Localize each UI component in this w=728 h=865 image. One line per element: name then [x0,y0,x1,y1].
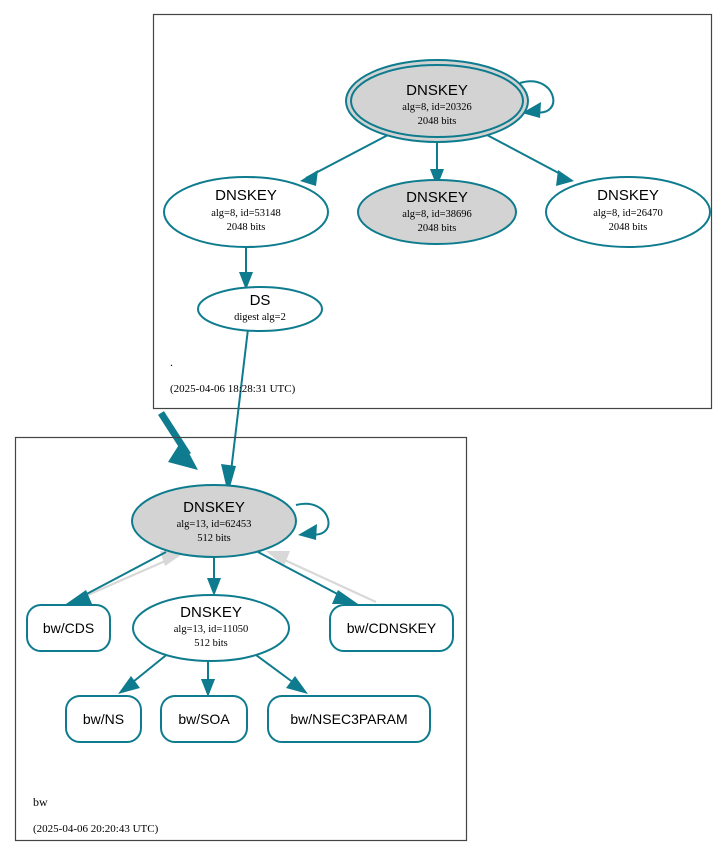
node-root-ksk-20326-inner [350,64,524,138]
edge-root-ksk-to-zsk53148 [300,134,389,186]
node-bw-zsk-11050-line2: alg=13, id=11050 [174,624,248,635]
node-root-zsk-53148-title: DNSKEY [215,187,277,204]
node-root-ksk-20326-line3: 2048 bits [418,116,457,127]
node-bw-nsec3param[interactable]: bw/NSEC3PARAM [267,695,431,743]
zone-timestamp-bw: (2025-04-06 20:20:43 UTC) [33,823,159,835]
node-root-ksk-20326[interactable]: DNSKEY alg=8, id=20326 2048 bits [345,59,529,143]
node-root-zsk-53148-line2: alg=8, id=53148 [211,208,281,219]
node-root-ksk-20326-line2: alg=8, id=20326 [402,102,472,113]
edge-root-ksk-to-zsk26470 [486,134,574,186]
node-bw-cds[interactable]: bw/CDS [26,604,111,652]
node-root-ds-shape [197,286,323,332]
edge-bw-cdnskey-to-ksk [266,551,377,603]
edge-bw-zsk-to-soa [201,658,215,697]
node-bw-zsk-11050-shape [132,594,290,662]
node-bw-zsk-11050[interactable]: DNSKEY alg=13, id=11050 512 bits [132,594,290,662]
zone-cluster-root: DNSKEY alg=8, id=20326 2048 bits DNSKEY … [152,13,713,494]
node-root-zsk-26470-line2: alg=8, id=26470 [593,208,663,219]
node-root-ds[interactable]: DS digest alg=2 [197,286,323,332]
node-root-zsk-38696-line2: alg=8, id=38696 [402,209,472,220]
node-bw-cds-label: bw/CDS [43,620,94,636]
node-root-zsk-26470-title: DNSKEY [597,187,659,204]
node-bw-soa-shape [160,695,248,743]
zone-cluster-bw-border [14,436,468,842]
edge-root-ksk-to-zsk38696 [430,139,444,187]
node-root-zsk-38696-shape [357,179,517,245]
edge-bw-cds-to-ksk [71,551,184,604]
edge-bw-ksk-self-sign [295,502,330,540]
node-bw-zsk-11050-title: DNSKEY [180,604,242,621]
node-root-zsk-53148-line3: 2048 bits [227,222,266,233]
node-bw-nsec3param-label: bw/NSEC3PARAM [290,711,407,727]
node-bw-cdnskey-label: bw/CDNSKEY [347,620,437,636]
node-root-zsk-53148-shape [163,176,329,248]
node-root-zsk-26470-line3: 2048 bits [609,222,648,233]
zone-label-root: . [170,355,173,369]
edge-bw-ksk-to-cdnskey [257,551,358,604]
node-root-ksk-20326-title: DNSKEY [406,82,468,99]
node-root-zsk-53148[interactable]: DNSKEY alg=8, id=53148 2048 bits [163,176,329,248]
node-bw-ksk-62453[interactable]: DNSKEY alg=13, id=62453 512 bits [131,484,297,558]
edge-root-ds-to-bw-ksk [221,328,249,494]
node-root-zsk-38696[interactable]: DNSKEY alg=8, id=38696 2048 bits [357,179,517,245]
edge-root-ksk-self-sign [519,80,555,118]
edge-bw-zsk-to-ns [118,651,171,694]
edge-root-zsk53148-to-ds [239,247,253,290]
zone-cluster-bw: DNSKEY alg=13, id=62453 512 bits DNSKEY … [14,436,468,842]
node-bw-ns-label: bw/NS [83,711,124,727]
node-bw-ksk-62453-title: DNSKEY [183,499,245,516]
zone-label-bw: bw [33,795,48,809]
node-bw-ns[interactable]: bw/NS [65,695,142,743]
node-bw-soa-label: bw/SOA [178,711,230,727]
edge-bw-ksk-to-zsk [207,554,221,596]
node-bw-ksk-62453-shape [131,484,297,558]
edge-zone-root-to-bw [158,411,198,470]
node-root-zsk-38696-title: DNSKEY [406,189,468,206]
edge-bw-ksk-to-cds [66,551,167,604]
node-root-ds-title: DS [250,292,271,309]
node-root-ds-line2: digest alg=2 [234,312,286,323]
node-bw-ksk-62453-line2: alg=13, id=62453 [177,519,252,530]
node-bw-zsk-11050-line3: 512 bits [194,638,228,649]
node-root-zsk-26470[interactable]: DNSKEY alg=8, id=26470 2048 bits [545,176,711,248]
node-bw-nsec3param-shape [267,695,431,743]
node-bw-ksk-62453-line3: 512 bits [197,533,231,544]
edge-bw-zsk-to-nsec3param [251,651,308,694]
node-bw-soa[interactable]: bw/SOA [160,695,248,743]
node-root-zsk-26470-shape [545,176,711,248]
node-bw-cdnskey[interactable]: bw/CDNSKEY [329,604,454,652]
zone-timestamp-root: (2025-04-06 18:28:31 UTC) [170,383,296,395]
node-bw-ns-shape [65,695,142,743]
zone-cluster-root-border [152,13,713,410]
node-root-zsk-38696-line3: 2048 bits [418,223,457,234]
node-bw-cdnskey-shape [329,604,454,652]
node-bw-cds-shape [26,604,111,652]
